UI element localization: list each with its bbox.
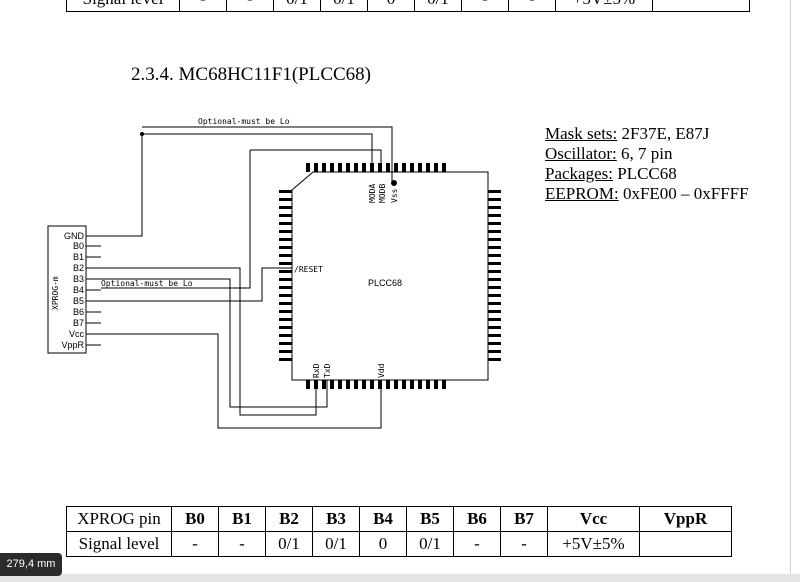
pin-label: B4 xyxy=(73,285,84,295)
signal-table: XPROG pin B0 B1 B2 B3 B4 B5 B6 B7 Vcc Vp… xyxy=(66,506,732,557)
pin-label: B3 xyxy=(73,274,84,284)
chip-label: PLCC68 xyxy=(368,278,402,288)
pin-label: B7 xyxy=(73,318,84,328)
table-header: VppR xyxy=(639,506,732,532)
vdd-label: Vdd xyxy=(377,363,386,378)
vss-label: Vss xyxy=(390,188,399,203)
table-header-row: XPROG pin B0 B1 B2 B3 B4 B5 B6 B7 Vcc Vp… xyxy=(66,506,732,532)
table-cell: - xyxy=(218,531,266,557)
page-size-badge: 279,4 mm xyxy=(0,553,62,576)
optional-note-top: Optional-must be Lo xyxy=(198,117,290,126)
table-cell: - xyxy=(171,531,219,557)
mask-sets-line: Mask sets: 2F37E, E87J xyxy=(545,124,710,143)
rxd-label: RxD xyxy=(312,363,321,378)
table-cell xyxy=(639,531,732,557)
pin-label: Vcc xyxy=(69,329,85,339)
connector-label: XPROG-m xyxy=(51,276,60,310)
table-cell: Signal level xyxy=(66,531,172,557)
reset-label: /RESET xyxy=(294,265,323,274)
pin-label: B2 xyxy=(73,263,84,273)
table-header: Vcc xyxy=(547,506,640,532)
table-cell: 0 xyxy=(359,531,407,557)
table-cell: 0/1 xyxy=(265,531,313,557)
table-header: B6 xyxy=(453,506,501,532)
table-cell xyxy=(652,0,750,12)
oscillator-line: Oscillator: 6, 7 pin xyxy=(545,144,673,163)
pin-label: VppR xyxy=(61,340,84,350)
pin-label: B5 xyxy=(73,296,84,306)
pin-label: B1 xyxy=(73,252,84,262)
table-header: B5 xyxy=(406,506,454,532)
txd-label: TxD xyxy=(323,363,332,378)
viewer-bottom-bar xyxy=(0,574,800,582)
eeprom-line: EEPROM: 0xFE00 – 0xFFFF xyxy=(545,184,749,203)
table-header: B7 xyxy=(500,506,548,532)
optional-note-mid: Optional-must be Lo xyxy=(101,279,193,288)
device-info: Mask sets: 2F37E, E87J Oscillator: 6, 7 … xyxy=(545,124,749,204)
table-cell: 0/1 xyxy=(406,531,454,557)
signal-table-previous: Signal level - - 0/1 0/1 0 0/1 - - +5V±5… xyxy=(66,0,750,12)
table-row: Signal level - - 0/1 0/1 0 0/1 - - +5V±5… xyxy=(66,531,732,557)
moda-label: MODA xyxy=(368,184,377,203)
table-header: B1 xyxy=(218,506,266,532)
pin-label: B0 xyxy=(73,241,84,251)
table-cell: - xyxy=(500,531,548,557)
table-header: B0 xyxy=(171,506,219,532)
modb-label: MODB xyxy=(378,184,387,203)
packages-line: Packages: PLCC68 xyxy=(545,164,677,183)
table-header: B2 xyxy=(265,506,313,532)
section-heading: 2.3.4. MC68HC11F1(PLCC68) xyxy=(131,64,371,85)
table-cell: +5V±5% xyxy=(547,531,640,557)
pin-label: B6 xyxy=(73,307,84,317)
table-header: B3 xyxy=(312,506,360,532)
table-header: B4 xyxy=(359,506,407,532)
table-row: Signal level - - 0/1 0/1 0 0/1 - - +5V±5… xyxy=(66,0,750,12)
table-cell: 0/1 xyxy=(312,531,360,557)
pin-label: GND xyxy=(64,231,85,241)
table-cell: - xyxy=(453,531,501,557)
table-header: XPROG pin xyxy=(66,506,172,532)
